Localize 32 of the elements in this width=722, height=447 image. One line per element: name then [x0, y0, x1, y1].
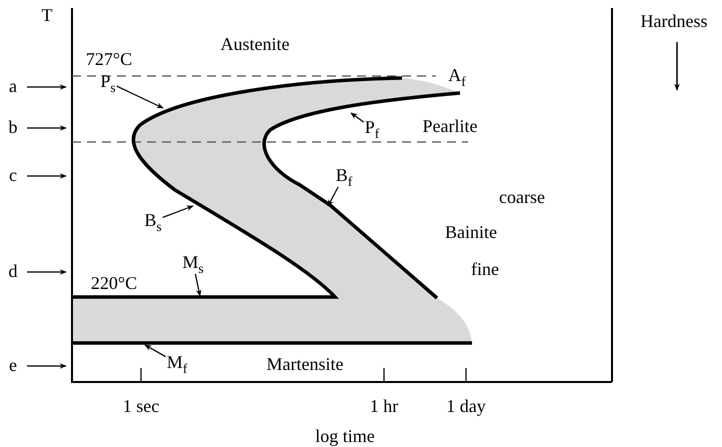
text-label: log time — [315, 427, 375, 447]
curve-label: M$_{f}$ — [166, 353, 188, 373]
text-label: Bainite — [445, 223, 497, 243]
curve-label: B$_{s}$ — [144, 211, 162, 231]
text-label: d — [8, 262, 18, 282]
text-label: A$_{f}$ — [448, 66, 466, 86]
text-label: Martensite — [266, 355, 344, 375]
curve-label: M$_{s}$ — [182, 253, 204, 273]
text-label: 727°C — [86, 50, 132, 70]
leader-line — [116, 86, 164, 109]
text-label: Pearlite — [422, 117, 478, 137]
text-label: fine — [471, 260, 499, 280]
text-label: e — [9, 356, 17, 376]
text-label: Hardness — [640, 12, 708, 32]
curve-label: P$_{f}$ — [364, 118, 380, 138]
text-label: b — [8, 118, 18, 138]
text-label: 220°C — [90, 274, 138, 294]
curve-label: P$_{s}$ — [100, 72, 116, 92]
leader-line — [194, 274, 202, 297]
text-label: Austenite — [220, 35, 290, 55]
leader-line — [144, 344, 166, 358]
leader-line — [350, 112, 364, 123]
text-label: 1 hr — [370, 397, 398, 417]
text-label: 1 day — [446, 397, 486, 417]
text-label: T — [42, 6, 52, 26]
curve-label: B$_{f}$ — [336, 166, 352, 186]
text-label: coarse — [499, 188, 545, 208]
text-label: a — [9, 77, 17, 97]
text-label: c — [9, 166, 17, 186]
text-label: 1 sec — [122, 397, 160, 417]
leader-line — [162, 205, 194, 218]
leader-line — [327, 186, 339, 207]
